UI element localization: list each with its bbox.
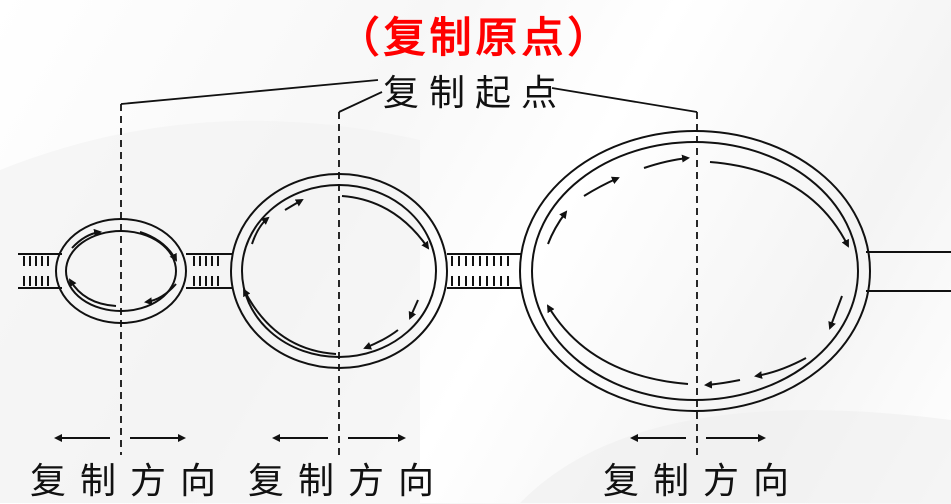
replication-bubble-3 — [519, 130, 871, 412]
replication-bubble-1 — [55, 218, 187, 324]
replication-bubble-3-inner — [531, 141, 859, 401]
origin-leader-lines — [120, 79, 698, 113]
base-pair-ticks — [23, 256, 509, 286]
origin-dashed-lines — [120, 104, 698, 455]
direction-label-1: 复制方向 — [30, 461, 231, 502]
origin-label: 复制起点 — [383, 73, 568, 114]
diagram-title: （复制原点） — [337, 13, 614, 62]
direction-label-2: 复制方向 — [248, 461, 449, 502]
replication-arrows — [68, 154, 849, 389]
direction-label-3: 复制方向 — [603, 461, 804, 502]
